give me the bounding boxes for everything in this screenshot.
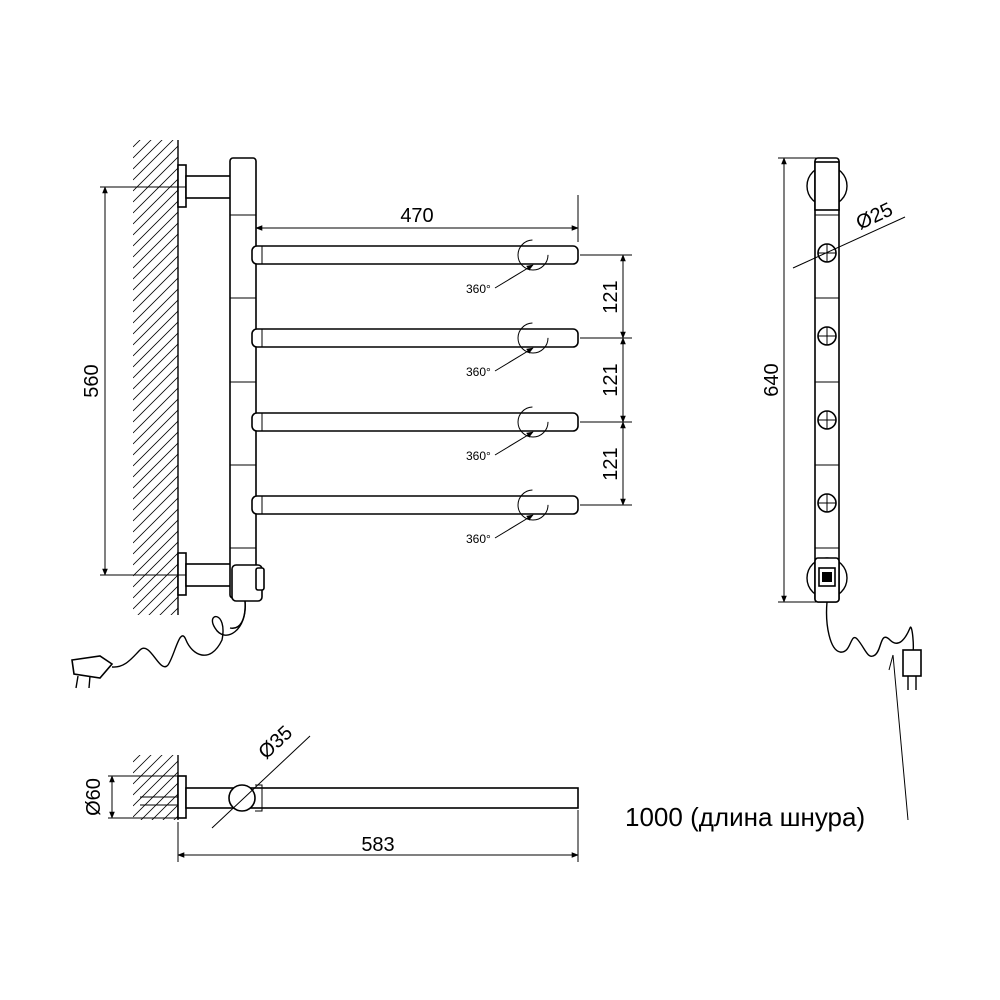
dim-depth: 583 (177, 810, 579, 862)
dim-spacing: 121 121 121 (580, 254, 632, 506)
riser-section (228, 784, 256, 812)
dim-riser-diameter-label: Ø35 (254, 722, 297, 764)
wall-hatch-front (133, 140, 178, 615)
swivel-bars: 360° 360° 360° 360° (251, 239, 579, 546)
swivel-bar: 360° (251, 239, 579, 296)
mount-bottom (100, 552, 235, 596)
rotation-icon (494, 322, 549, 372)
bar-end-side (817, 326, 837, 346)
dim-flange-diameter: Ø60 (83, 775, 178, 819)
rotation-label: 360° (466, 282, 491, 296)
dim-spacing-3-label: 121 (600, 447, 622, 480)
plug-icon (71, 655, 114, 689)
power-cord-front (71, 600, 246, 689)
dim-bar-diameter-label: Ø25 (853, 199, 897, 235)
swivel-bar: 360° (251, 489, 579, 546)
power-cord-side (825, 601, 922, 690)
flange-top (177, 775, 187, 819)
dim-spacing-2-label: 121 (600, 363, 622, 396)
dim-depth-label: 583 (361, 834, 394, 856)
front-view: 360° 360° 360° 360° 470 560 (71, 140, 632, 689)
rotation-icon (494, 239, 549, 289)
rotation-icon (494, 406, 549, 456)
top-view: Ø60 Ø35 583 (83, 722, 579, 862)
bar-ends-side (817, 243, 837, 513)
plug-side-icon (902, 649, 922, 690)
wall-hatch-top (133, 755, 178, 820)
riser-front (229, 157, 265, 602)
rotation-icon (494, 489, 549, 539)
dim-cord-length: 1000 (длина шнура) (625, 654, 909, 832)
cord-length-label: 1000 (длина шнура) (625, 802, 865, 832)
bar-end-side (817, 410, 837, 430)
dim-flange-diameter-label: Ø60 (83, 778, 105, 816)
riser-side (806, 157, 848, 603)
side-view: 640 Ø25 1000 (длина шнура) (625, 157, 922, 832)
dim-riser-diameter: Ø35 (211, 722, 311, 829)
swivel-bar: 360° (251, 322, 579, 379)
mount-top (100, 164, 235, 208)
dim-bar-diameter: Ø25 (792, 199, 906, 269)
bar-top-view (185, 787, 579, 809)
dim-height-mounts: 560 (81, 186, 108, 576)
bar-end-side (817, 493, 837, 513)
rotation-label: 360° (466, 449, 491, 463)
dim-total-height: 640 (761, 157, 830, 603)
rotation-label: 360° (466, 365, 491, 379)
dim-total-height-label: 640 (761, 363, 783, 396)
dim-bar-length: 470 (255, 195, 579, 242)
rotation-label: 360° (466, 532, 491, 546)
dim-spacing-1-label: 121 (600, 280, 622, 313)
dim-height-mounts-label: 560 (81, 364, 103, 397)
dim-bar-length-label: 470 (400, 205, 433, 227)
swivel-bar: 360° (251, 406, 579, 463)
